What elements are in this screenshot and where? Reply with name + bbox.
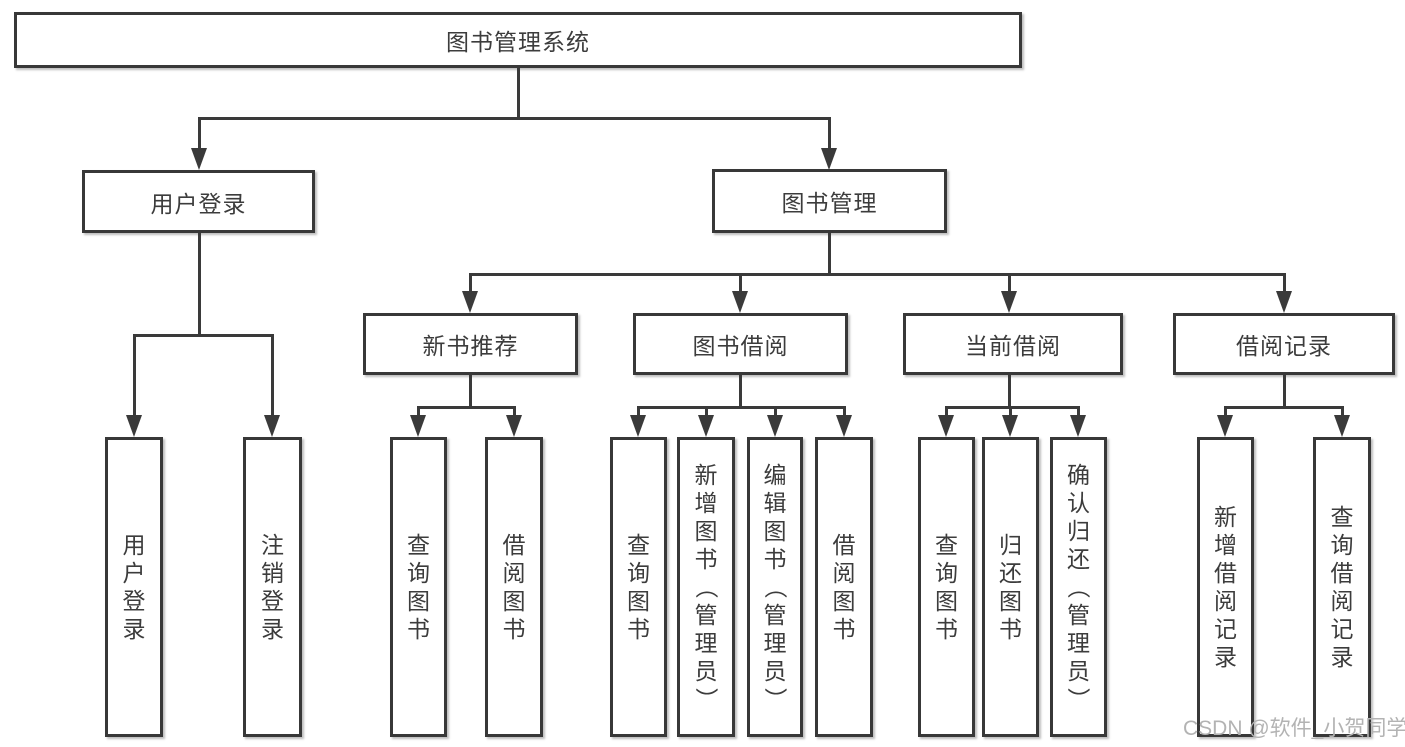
arrow-down-icon bbox=[732, 291, 748, 313]
node-book-borrow: 图书借阅 bbox=[633, 313, 848, 375]
leaf-return-book: 归还图书 bbox=[982, 437, 1039, 737]
connector-stem bbox=[1224, 406, 1227, 415]
node-book-management-label: 图书管理 bbox=[781, 190, 878, 216]
connector-stem bbox=[705, 406, 708, 415]
arrow-down-icon bbox=[264, 415, 280, 437]
connector-borrow-drop bbox=[739, 375, 742, 409]
connector-stem bbox=[271, 334, 274, 415]
leaf-return-book-label: 归还图书 bbox=[999, 532, 1022, 642]
arrow-down-icon bbox=[191, 148, 207, 170]
arrow-down-icon bbox=[698, 415, 714, 437]
connector-stem bbox=[133, 334, 136, 415]
connector-stem bbox=[1283, 273, 1286, 291]
connector-bookmgmt-drop bbox=[828, 233, 831, 276]
connector-records-bar bbox=[1224, 406, 1344, 409]
connector-root-drop bbox=[517, 68, 520, 120]
connector-borrow-bar bbox=[637, 406, 846, 409]
connector-records-drop bbox=[1283, 375, 1286, 409]
node-new-book-recommend-label: 新书推荐 bbox=[422, 333, 519, 359]
leaf-borrow-query-book: 查询图书 bbox=[610, 437, 667, 737]
leaf-logout: 注销登录 bbox=[243, 437, 302, 737]
connector-stem bbox=[198, 117, 201, 148]
node-borrow-records-label: 借阅记录 bbox=[1236, 333, 1332, 359]
connector-root-bar bbox=[198, 117, 831, 120]
leaf-recommend-query-book: 查询图书 bbox=[390, 437, 447, 737]
connector-stem bbox=[828, 117, 831, 148]
leaf-recommend-borrow-book-label: 借阅图书 bbox=[502, 532, 526, 642]
connector-stem bbox=[1009, 406, 1012, 415]
leaf-borrow-query-book-label: 查询图书 bbox=[627, 532, 650, 642]
connector-stem bbox=[1341, 406, 1344, 415]
connector-userlogin-bar bbox=[133, 334, 274, 337]
connector-stem bbox=[774, 406, 777, 415]
arrow-down-icon bbox=[1002, 415, 1018, 437]
arrow-down-icon bbox=[126, 415, 142, 437]
leaf-add-borrow-record-label: 新增借阅记录 bbox=[1214, 504, 1237, 670]
leaf-query-borrow-record: 查询借阅记录 bbox=[1313, 437, 1371, 737]
connector-recommend-bar bbox=[417, 406, 516, 409]
leaf-user-login-label: 用户登录 bbox=[122, 532, 146, 642]
leaf-confirm-return-admin-label: 确认归还（管理员） bbox=[1065, 462, 1092, 711]
leaf-current-query-book-label: 查询图书 bbox=[935, 532, 958, 642]
leaf-add-book-admin-label: 新增图书（管理员） bbox=[693, 462, 719, 711]
arrow-down-icon bbox=[836, 415, 852, 437]
connector-stem bbox=[1008, 273, 1011, 291]
node-user-login-label: 用户登录 bbox=[150, 190, 247, 217]
node-borrow-records: 借阅记录 bbox=[1173, 313, 1395, 375]
leaf-add-borrow-record: 新增借阅记录 bbox=[1197, 437, 1254, 737]
leaf-current-query-book: 查询图书 bbox=[918, 437, 975, 737]
node-user-login: 用户登录 bbox=[82, 170, 315, 233]
arrow-down-icon bbox=[938, 415, 954, 437]
leaf-edit-book-admin: 编辑图书（管理员） bbox=[747, 437, 803, 737]
connector-stem bbox=[637, 406, 640, 415]
connector-current-drop bbox=[1008, 375, 1011, 409]
leaf-logout-label: 注销登录 bbox=[261, 532, 284, 642]
arrow-down-icon bbox=[462, 291, 478, 313]
leaf-query-borrow-record-label: 查询借阅记录 bbox=[1330, 504, 1354, 670]
leaf-recommend-query-book-label: 查询图书 bbox=[407, 532, 430, 642]
leaf-add-book-admin: 新增图书（管理员） bbox=[677, 437, 735, 737]
leaf-borrow-book: 借阅图书 bbox=[815, 437, 873, 737]
arrow-down-icon bbox=[767, 415, 783, 437]
leaf-user-login: 用户登录 bbox=[105, 437, 163, 737]
leaf-confirm-return-admin: 确认归还（管理员） bbox=[1050, 437, 1107, 737]
connector-current-bar bbox=[945, 406, 1080, 409]
node-book-borrow-label: 图书借阅 bbox=[692, 333, 789, 359]
arrow-down-icon bbox=[1334, 415, 1350, 437]
node-current-borrow-label: 当前借阅 bbox=[965, 333, 1061, 359]
connector-stem bbox=[843, 406, 846, 415]
connector-userlogin-drop bbox=[198, 233, 201, 337]
leaf-edit-book-admin-label: 编辑图书（管理员） bbox=[762, 462, 788, 711]
arrow-down-icon bbox=[1276, 291, 1292, 313]
connector-bookmgmt-bar bbox=[469, 273, 1286, 276]
connector-recommend-drop bbox=[469, 375, 472, 409]
arrow-down-icon bbox=[630, 415, 646, 437]
node-library-system-label: 图书管理系统 bbox=[446, 29, 590, 55]
connector-stem bbox=[945, 406, 948, 415]
node-new-book-recommend: 新书推荐 bbox=[363, 313, 578, 375]
node-book-management: 图书管理 bbox=[712, 169, 947, 233]
leaf-borrow-book-label: 借阅图书 bbox=[832, 532, 856, 642]
connector-stem bbox=[1077, 406, 1080, 415]
leaf-recommend-borrow-book: 借阅图书 bbox=[485, 437, 543, 737]
arrow-down-icon bbox=[506, 415, 522, 437]
arrow-down-icon bbox=[1217, 415, 1233, 437]
node-current-borrow: 当前借阅 bbox=[903, 313, 1123, 375]
watermark: CSDN @软件_小贺同学 bbox=[1183, 717, 1405, 740]
arrow-down-icon bbox=[821, 148, 837, 170]
node-library-system: 图书管理系统 bbox=[14, 12, 1022, 68]
arrow-down-icon bbox=[410, 415, 426, 437]
connector-stem bbox=[417, 406, 420, 415]
arrow-down-icon bbox=[1001, 291, 1017, 313]
arrow-down-icon bbox=[1070, 415, 1086, 437]
connector-stem bbox=[513, 406, 516, 415]
connector-stem bbox=[469, 273, 472, 291]
connector-stem bbox=[739, 273, 742, 291]
